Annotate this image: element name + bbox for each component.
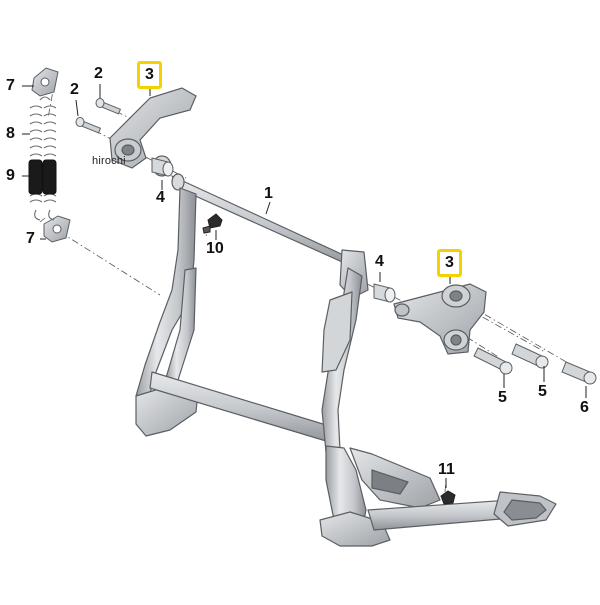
callout-6: 6 [580,399,589,416]
callout-7-bottom: 7 [26,230,35,247]
callout-4-right: 4 [375,253,384,270]
bolt-part-2-lower [75,117,102,134]
bolt-part-2-upper [95,98,122,115]
stopper-part-10 [202,213,223,234]
callout-1: 1 [264,185,273,202]
spring-plate-part-7-bottom [43,215,71,243]
spring-sleeve-part-9 [28,159,57,195]
bolt-part-6 [561,361,597,385]
callout-2-upper: 2 [94,65,103,82]
callout-3-left-highlight: 3 [137,61,162,89]
spring-plate-part-7-top [31,67,59,97]
callout-4-left: 4 [156,189,165,206]
bushing-part-4-right [373,283,396,303]
watermark-text: hirochi [92,155,126,167]
bushing-part-4-left [151,157,174,177]
center-stand-frame [135,173,557,547]
bolt-part-5-a [473,347,513,375]
callout-10: 10 [206,240,224,257]
right-bracket-part-3 [393,283,487,355]
callout-11: 11 [438,461,455,478]
callout-2-lower: 2 [70,81,79,98]
spring-part-8 [29,96,57,221]
bolt-part-5-b [511,343,549,369]
callout-9: 9 [6,167,15,184]
callout-8: 8 [6,125,15,142]
leader-lines [22,84,587,488]
callout-5-a: 5 [498,389,507,406]
callout-5-b: 5 [538,383,547,400]
callout-3-right-highlight: 3 [437,249,462,277]
callout-7-top: 7 [6,77,15,94]
stopper-part-11 [440,490,456,505]
